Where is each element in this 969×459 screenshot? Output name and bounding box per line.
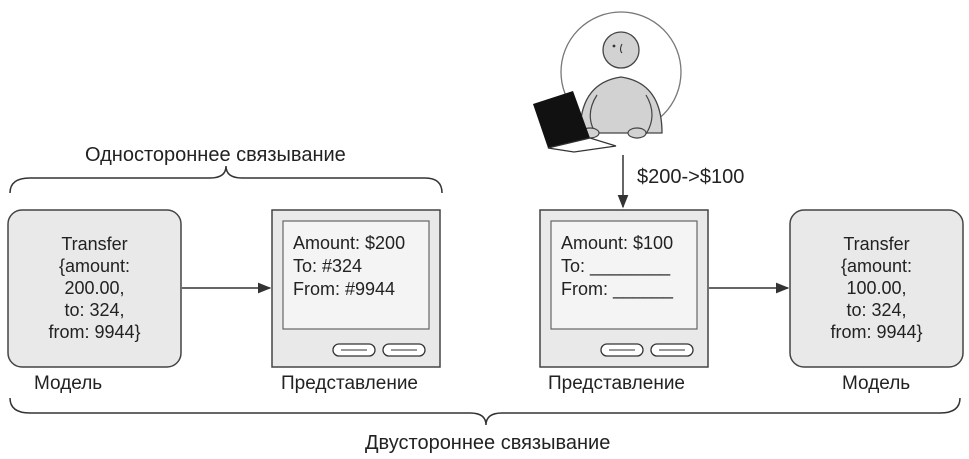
user-input-label: $200->$100 bbox=[637, 166, 745, 188]
view-line: From: ______ bbox=[561, 279, 674, 299]
one-way-brace bbox=[9, 165, 443, 194]
view-caption-left: Представление bbox=[281, 373, 418, 394]
view-device-left bbox=[271, 209, 441, 368]
view-line: From: #9944 bbox=[293, 279, 396, 299]
model-caption-right: Модель bbox=[842, 373, 911, 394]
view-line: To: ________ bbox=[561, 256, 671, 276]
model-box-right bbox=[789, 209, 964, 368]
one-way-binding-heading: Одностороннее связывание bbox=[85, 144, 346, 166]
model-text-right: Transfer {amount: 100.00, to: 324, from:… bbox=[790, 233, 963, 343]
model-line: from: 9944} bbox=[48, 322, 141, 342]
two-way-brace bbox=[9, 397, 961, 426]
model-line: Transfer bbox=[843, 234, 910, 254]
model-box-left bbox=[7, 209, 182, 368]
model-caption-left: Модель bbox=[34, 373, 103, 394]
view-screen-text-left: Amount: $200 To: #324 From: #9944 bbox=[293, 232, 405, 301]
model-line: to: 324, bbox=[846, 300, 907, 320]
laptop-icon bbox=[533, 91, 590, 148]
model-text-left: Transfer {amount: 200.00, to: 324, from:… bbox=[8, 233, 181, 343]
user-figure bbox=[533, 11, 682, 153]
model-line: Transfer bbox=[61, 234, 128, 254]
view-device-right bbox=[539, 209, 709, 368]
view-line: Amount: $200 bbox=[293, 233, 406, 253]
model-line: from: 9944} bbox=[830, 322, 923, 342]
two-way-binding-heading: Двустороннее связывание bbox=[365, 432, 611, 454]
view-line: Amount: $100 bbox=[561, 233, 674, 253]
model-line: 200.00, bbox=[64, 278, 125, 298]
model-line: {amount: bbox=[58, 256, 131, 276]
view-screen-text-right: Amount: $100 To: ________ From: ______ bbox=[561, 232, 673, 301]
model-line: 100.00, bbox=[846, 278, 907, 298]
model-line: to: 324, bbox=[64, 300, 125, 320]
model-line: {amount: bbox=[840, 256, 913, 276]
view-line: To: #324 bbox=[293, 256, 363, 276]
view-caption-right: Представление bbox=[548, 373, 685, 394]
